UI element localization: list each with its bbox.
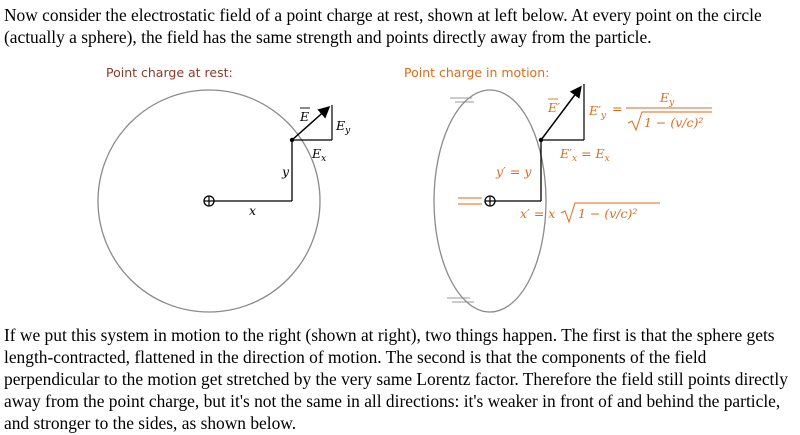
motion-field-label: E′ — [547, 100, 560, 115]
motion-ex-equation: E′x = Ex — [559, 146, 610, 164]
motion-x-equation: x′ = x 1 − (v/c)² — [520, 202, 660, 224]
rest-ey-label: Ey — [335, 118, 351, 136]
motion-charge — [484, 195, 496, 207]
rest-field-vector — [291, 106, 331, 141]
intro-paragraph: Now consider the electrostatic field of … — [4, 5, 762, 47]
rest-diagram: Point charge at rest: E Ey Ex y x — [97, 65, 351, 313]
motion-y-equation: y′ = y — [495, 164, 532, 179]
rest-caption: Point charge at rest: — [106, 65, 233, 80]
rest-sphere — [97, 89, 321, 313]
motion-equals-1: = — [612, 101, 622, 116]
rest-field-label: E — [299, 109, 309, 124]
rest-y-label: y — [281, 164, 290, 179]
followup-paragraph: If we put this system in motion to the r… — [4, 325, 788, 433]
motion-lines-top — [450, 97, 474, 103]
motion-ellipsoid — [433, 89, 547, 313]
svg-text:x′ = x: x′ = x — [520, 206, 555, 221]
motion-eyp-label: E′y — [588, 103, 607, 121]
motion-xp-radicand: 1 − (v/c)² — [578, 206, 637, 221]
rest-x-label: x — [249, 203, 256, 218]
motion-caption: Point charge in motion: — [404, 65, 549, 80]
motion-lines-bottom — [447, 297, 474, 303]
motion-lines-charge — [458, 197, 482, 205]
motion-eyp-numerator: Ey — [659, 90, 675, 108]
rest-charge — [203, 195, 215, 207]
motion-eyp-denominator: 1 − (v/c)² — [644, 115, 703, 130]
rest-ex-label: Ex — [311, 146, 326, 164]
motion-diagram: Point charge in motion: E′ E′y — [404, 65, 712, 313]
motion-ey-equation: E′y = Ey 1 − (v/c)² — [588, 90, 712, 132]
motion-field-vector — [540, 85, 582, 141]
